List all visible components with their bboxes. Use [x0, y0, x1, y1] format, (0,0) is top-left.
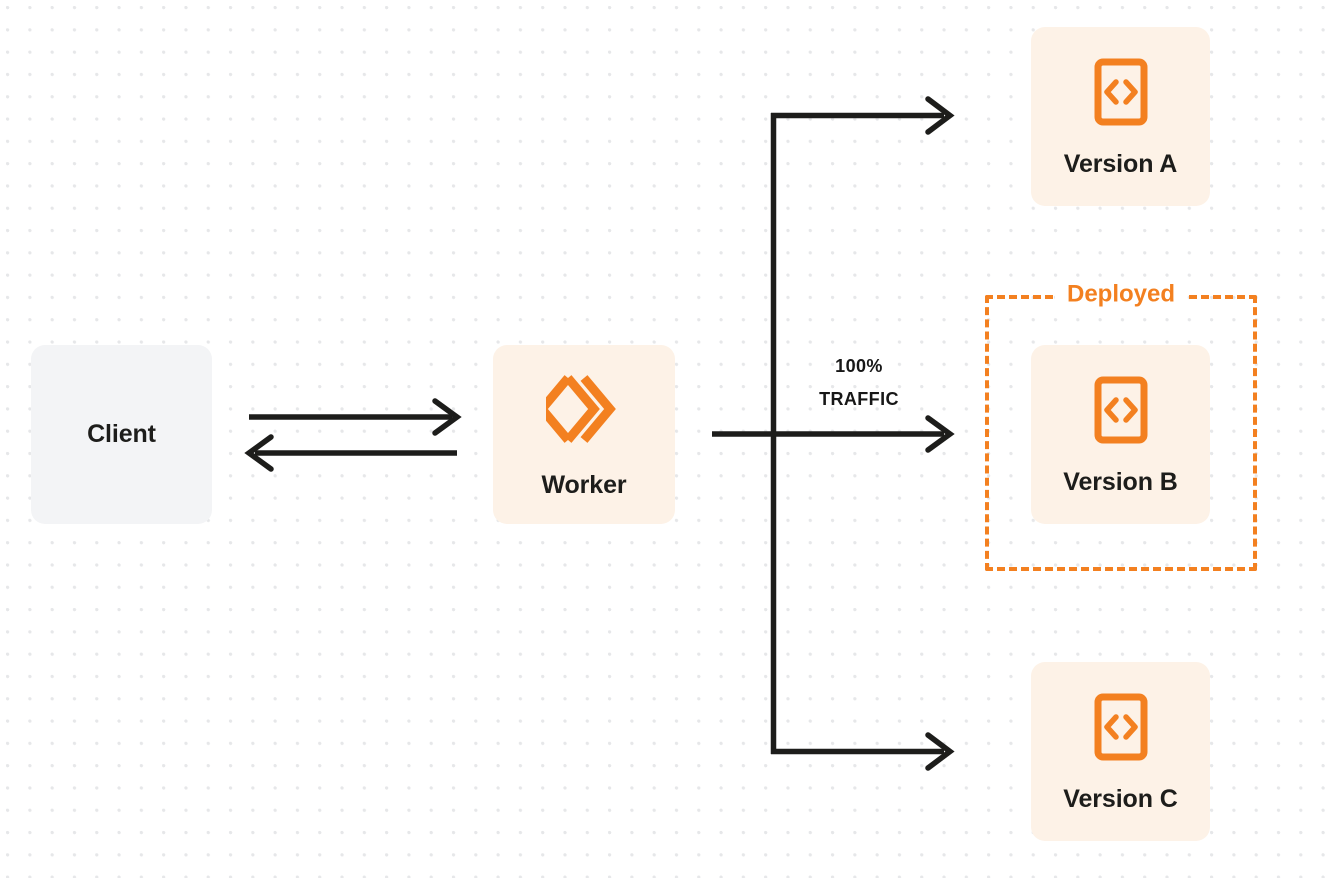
node-version-c-label: Version C: [1063, 784, 1178, 813]
node-version-c[interactable]: Version C: [1031, 662, 1210, 841]
node-client-label: Client: [87, 420, 156, 448]
edge-worker-to-client: [244, 434, 457, 472]
code-file-icon: [1093, 692, 1149, 767]
traffic-percent: 100%: [835, 356, 883, 376]
code-file-icon: [1093, 57, 1149, 132]
edge-worker-to-version-a: [771, 96, 955, 135]
traffic-caption: TRAFFIC: [819, 389, 899, 409]
deployed-group-frame: Deployed: [985, 282, 1257, 571]
deployed-group-label: Deployed: [1054, 282, 1188, 307]
node-version-b[interactable]: Version B: [1031, 345, 1210, 524]
node-version-a[interactable]: Version A: [1031, 27, 1210, 206]
edge-client-to-worker: [249, 398, 462, 436]
node-version-a-label: Version A: [1063, 149, 1178, 178]
code-file-icon: [1093, 375, 1149, 450]
edge-worker-to-version-c: [771, 732, 955, 771]
node-worker-label: Worker: [541, 470, 627, 499]
node-worker[interactable]: Worker: [493, 345, 675, 524]
traffic-label: 100% TRAFFIC: [798, 350, 920, 416]
node-client[interactable]: Client: [31, 345, 212, 524]
cloudflare-workers-logo-icon: [536, 372, 622, 451]
edge-worker-to-version-b: [773, 415, 955, 453]
node-version-b-label: Version B: [1063, 467, 1178, 496]
